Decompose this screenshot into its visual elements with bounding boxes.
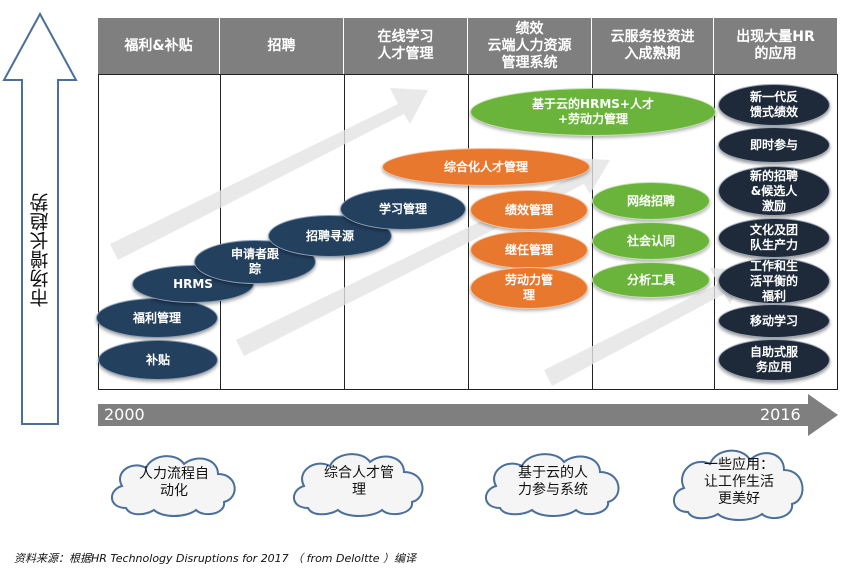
item-social-recognition: 社会认同 <box>592 222 710 260</box>
cloud-better-life-apps: 一些应用： 让工作生活 更美好 <box>666 442 812 522</box>
item-succession-mgmt: 继任管理 <box>470 231 588 269</box>
item-instant-engagement: 即时参与 <box>718 127 830 163</box>
source-note: 资料来源：根据HR Technology Disruptions for 201… <box>14 552 416 565</box>
cloud-cloud-engagement: 基于云的人 力参与系统 <box>478 446 628 518</box>
item-subsidy: 补贴 <box>98 340 218 380</box>
header-welfare: 福利&补贴 <box>98 18 220 74</box>
timeline-start: 2000 <box>104 405 145 424</box>
item-benefits-mgmt: 福利管理 <box>96 298 218 338</box>
growth-arrow <box>2 11 78 425</box>
item-candidate-incentive: 新的招聘 &候选人 激励 <box>718 166 830 216</box>
timeline-end: 2016 <box>760 405 801 424</box>
col-divider <box>592 74 593 390</box>
cloud-process-automation: 人力流程自 动化 <box>104 448 244 518</box>
item-work-life-benefits: 工作和生 活平衡的 福利 <box>718 258 830 304</box>
item-feedback-performance: 新一代反 馈式绩效 <box>718 84 830 126</box>
item-hrms: HRMS <box>132 265 254 303</box>
item-self-service-apps: 自助式服 务应用 <box>718 339 830 381</box>
item-cloud-hrms: 基于云的HRMS+人才 +劳动力管理 <box>470 88 716 136</box>
item-learning-mgmt: 学习管理 <box>340 188 466 230</box>
header-learning: 在线学习 人才管理 <box>344 18 468 74</box>
col-divider <box>220 74 221 390</box>
item-mobile-learning: 移动学习 <box>718 304 830 338</box>
header-cloud: 云服务投资进 入成熟期 <box>592 18 714 74</box>
header-apps: 出现大量HR 的应用 <box>714 18 838 74</box>
y-axis-label: 市场增长趋势 <box>29 193 52 307</box>
item-analytics-tools: 分析工具 <box>592 262 710 298</box>
item-workforce-mgmt: 劳动力管 理 <box>470 267 588 309</box>
header-recruiting: 招聘 <box>220 18 344 74</box>
item-integrated-talent: 综合化人才管理 <box>382 148 590 186</box>
col-divider <box>714 74 715 390</box>
item-online-recruiting: 网络招聘 <box>592 182 710 220</box>
cloud-integrated-talent: 综合人才管 理 <box>286 446 432 518</box>
item-team-productivity: 文化及团 队生产力 <box>718 218 830 258</box>
header-performance: 绩效 云端人力资源 管理系统 <box>468 18 592 74</box>
timeline-arrow <box>98 394 838 436</box>
item-performance-mgmt: 绩效管理 <box>470 190 588 230</box>
